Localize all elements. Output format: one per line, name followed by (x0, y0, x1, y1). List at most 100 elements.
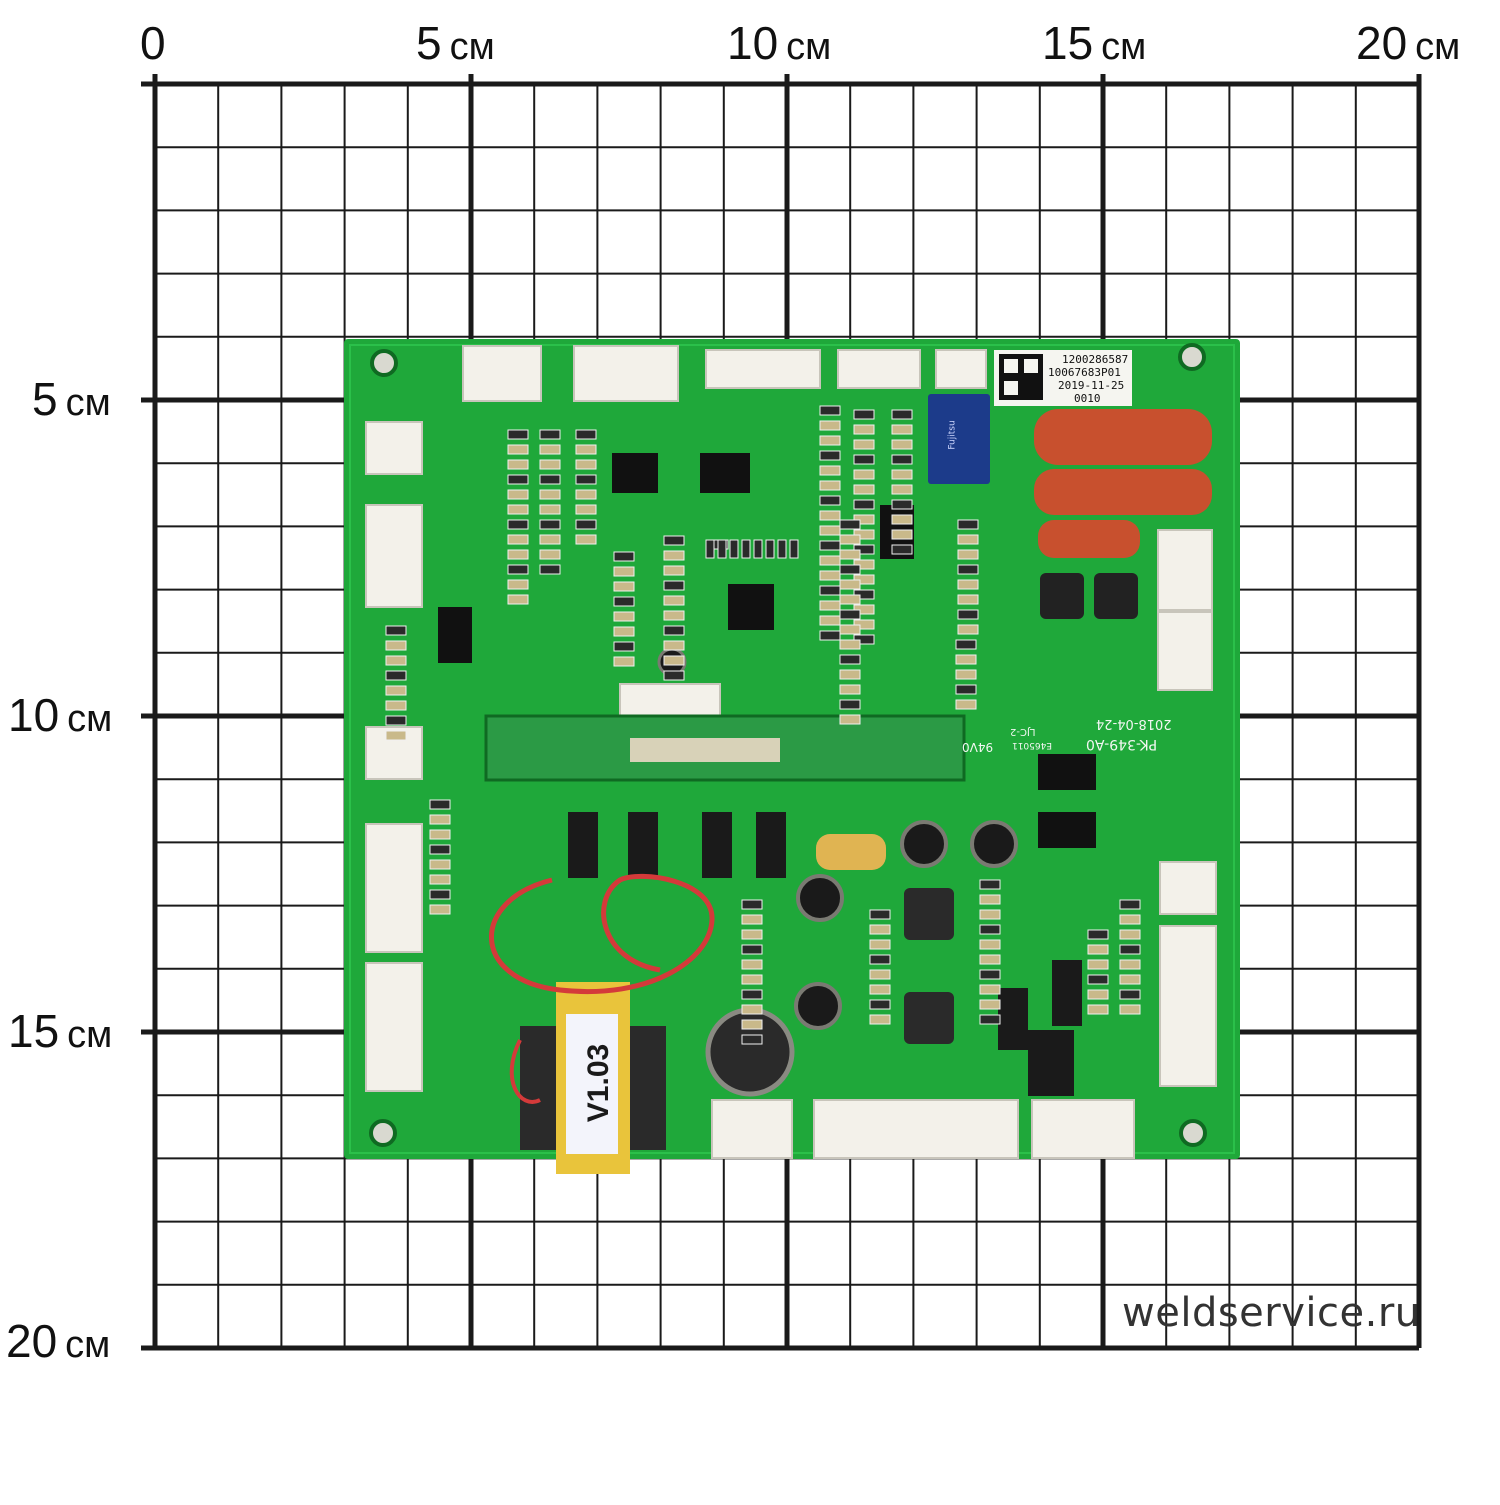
smd-part (507, 594, 529, 605)
film-capacitor-3 (1038, 520, 1140, 558)
smd-part (839, 684, 861, 695)
smd-part (955, 639, 977, 650)
smd-part (1087, 989, 1109, 1000)
smd-part (575, 504, 597, 515)
serial-line-1: 1200286587 (1062, 353, 1129, 366)
smd-part (957, 594, 979, 605)
smd-part (741, 929, 763, 940)
smd-part (613, 596, 635, 607)
smd-part (507, 519, 529, 530)
smd-part (955, 684, 977, 695)
smd-part (979, 894, 1001, 905)
smd-part (539, 444, 561, 455)
smd-part (979, 999, 1001, 1010)
smd-part (1087, 944, 1109, 955)
smd-part (429, 859, 451, 870)
smd-part (957, 564, 979, 575)
smd-part (839, 564, 861, 575)
coil-component (816, 834, 886, 870)
connector-p18 (462, 345, 542, 402)
smd-part (979, 924, 1001, 935)
smd-part (741, 959, 763, 970)
smd-part (507, 564, 529, 575)
connector-p-mid (619, 683, 721, 719)
smd-part (539, 474, 561, 485)
smd-part (819, 540, 841, 551)
connector-p4 (1159, 925, 1217, 1087)
smd-part (663, 610, 685, 621)
smd-part (819, 570, 841, 581)
smd-part (385, 655, 407, 666)
smd-part (539, 564, 561, 575)
smd-part (955, 669, 977, 680)
smd-part (663, 535, 685, 546)
smd-part (891, 439, 913, 450)
smd-part (819, 510, 841, 521)
smd-part (507, 504, 529, 515)
smd-part (741, 1004, 763, 1015)
smd-part (853, 424, 875, 435)
smd-part (663, 625, 685, 636)
smd-part (891, 454, 913, 465)
smd-part (575, 534, 597, 545)
serial-line-3: 2019-11-25 (1058, 379, 1125, 392)
smd-part (839, 654, 861, 665)
smd-part (1119, 974, 1141, 985)
electrolytic-capacitor-1 (900, 820, 948, 868)
smd-part (663, 565, 685, 576)
connector-p6 (365, 962, 423, 1092)
smd-part (663, 640, 685, 651)
smd-part (839, 669, 861, 680)
smd-part (507, 429, 529, 440)
smd-part (741, 1019, 763, 1030)
transistor-5 (998, 988, 1028, 1050)
smd-part (717, 539, 727, 559)
mounting-hole-bl (369, 1119, 397, 1147)
smd-part (869, 939, 891, 950)
smd-part (1119, 914, 1141, 925)
smd-part (1119, 929, 1141, 940)
smd-part (429, 844, 451, 855)
smd-part (819, 600, 841, 611)
smd-part (613, 656, 635, 667)
smd-part (539, 429, 561, 440)
smd-part (853, 409, 875, 420)
mounting-hole-tr (1178, 343, 1206, 371)
smd-part (777, 539, 787, 559)
electrolytic-capacitor-3 (796, 874, 844, 922)
smd-part (429, 799, 451, 810)
smd-part (705, 539, 715, 559)
connector-p15 (837, 349, 921, 389)
smd-part (1087, 929, 1109, 940)
smd-part (891, 499, 913, 510)
smd-part (1119, 959, 1141, 970)
connector-p2 (813, 1099, 1019, 1159)
smd-part (507, 489, 529, 500)
smd-part (741, 539, 751, 559)
connector-p7 (365, 823, 423, 953)
electrolytic-capacitor-2 (970, 820, 1018, 868)
transistor-1 (568, 812, 598, 878)
smd-part (853, 469, 875, 480)
smd-part (891, 514, 913, 525)
smd-part (979, 984, 1001, 995)
smd-part (429, 874, 451, 885)
smd-part (1087, 1004, 1109, 1015)
silk-date: 2018-04-24 (1096, 716, 1172, 731)
smd-part (385, 625, 407, 636)
smd-components (385, 405, 1141, 1045)
transformer-label-sticker (566, 1014, 618, 1154)
inductor-1 (1040, 573, 1084, 619)
smd-part (1087, 974, 1109, 985)
transformer-version-label: V1.03 (582, 1043, 616, 1123)
smd-part (741, 944, 763, 955)
smd-part (507, 579, 529, 590)
smd-part (385, 700, 407, 711)
connector-p12 (365, 504, 423, 608)
smd-part (957, 549, 979, 560)
